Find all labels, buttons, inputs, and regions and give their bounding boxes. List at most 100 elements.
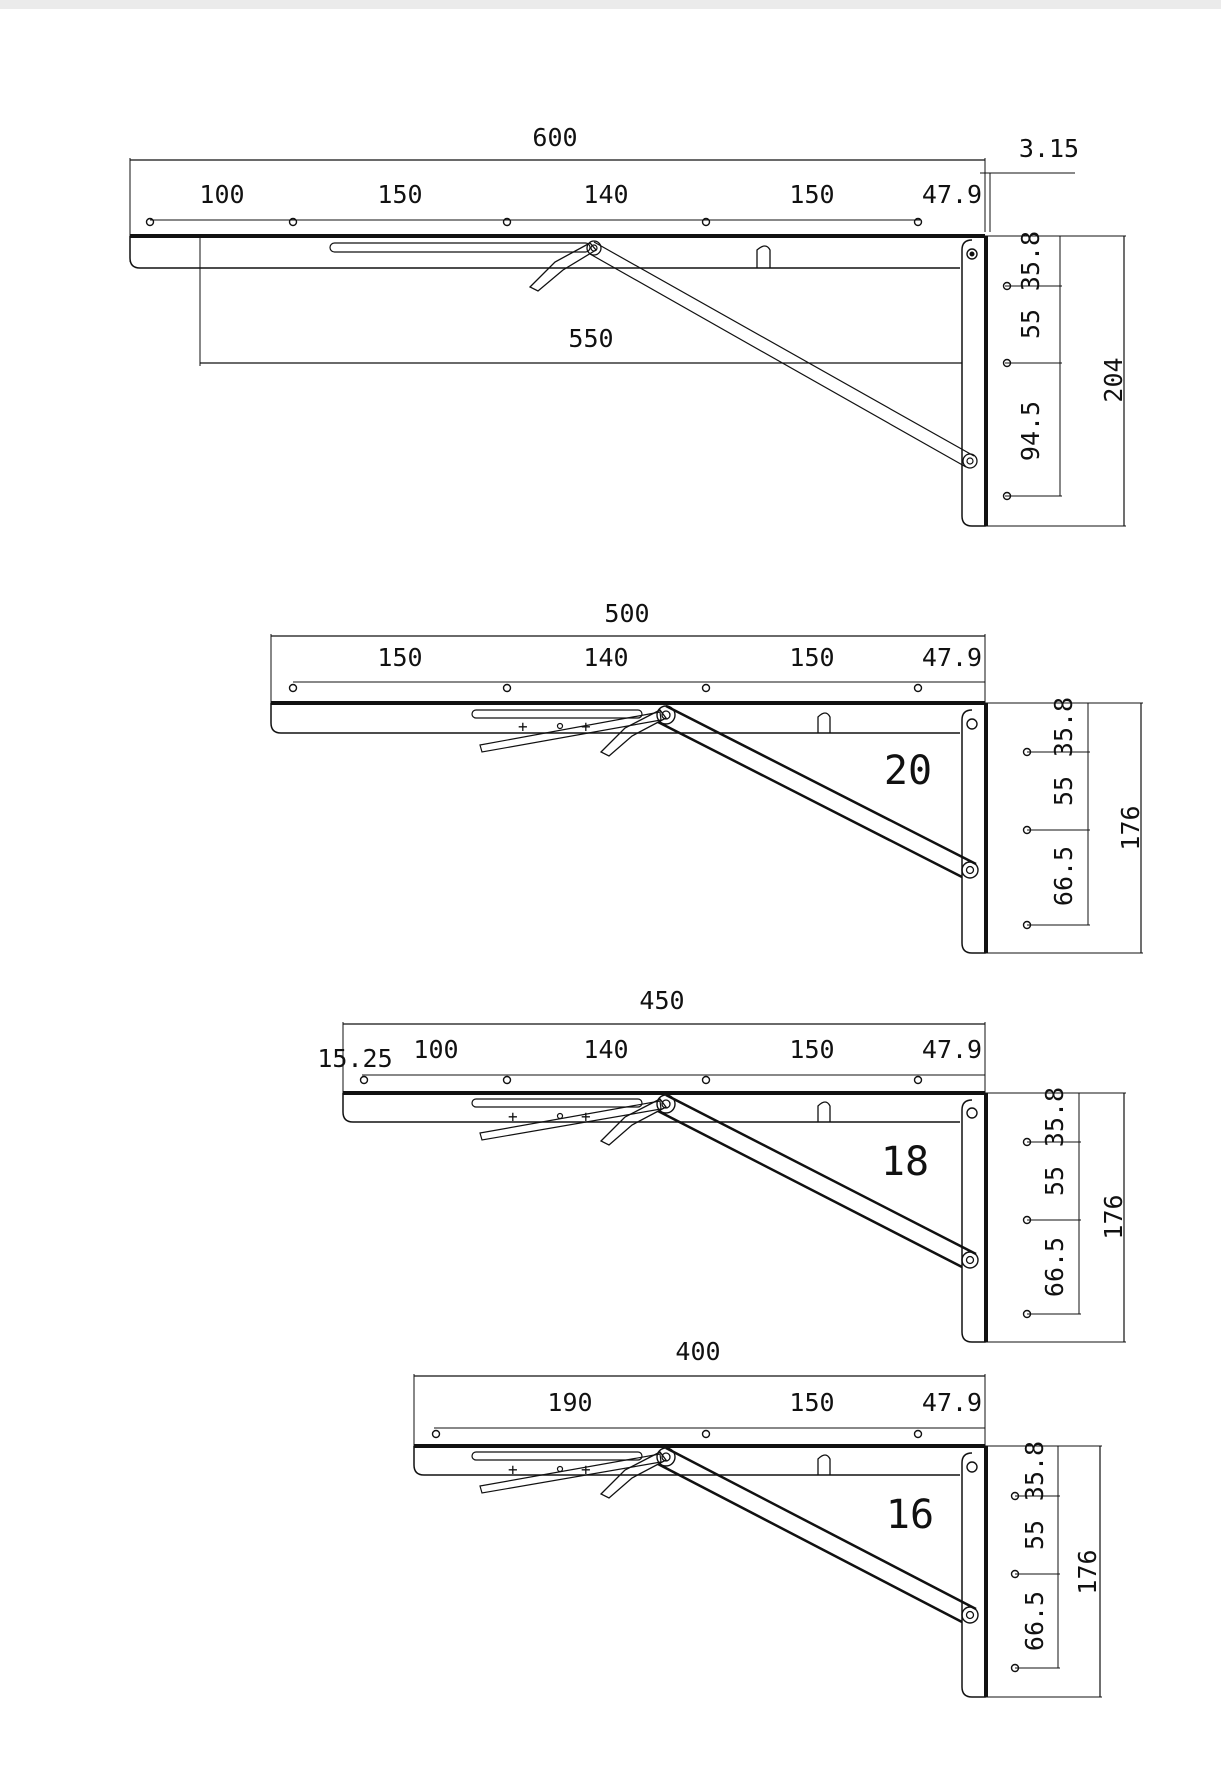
- dim-height: 204: [1099, 357, 1128, 402]
- notch: [817, 1101, 831, 1122]
- lock-lever: [599, 1451, 667, 1499]
- mounting-hole: [1010, 1663, 1020, 1673]
- bracket-drawing-600: [129, 158, 1126, 527]
- model-number: 16: [886, 1492, 934, 1538]
- mounting-hole: [359, 1075, 369, 1085]
- mounting-hole: [1002, 358, 1012, 368]
- leg-body: [961, 1099, 986, 1343]
- pivot: [965, 865, 975, 875]
- diagonal-brace: [665, 1446, 977, 1611]
- dim-vertical: 94.5: [1016, 401, 1045, 461]
- top-strip: [0, 0, 1221, 9]
- dim-vertical: 66.5: [1040, 1237, 1069, 1297]
- dim-vertical: 66.5: [1020, 1591, 1049, 1651]
- pivot: [661, 710, 671, 720]
- mounting-hole: [913, 683, 923, 693]
- pivot: [962, 453, 978, 469]
- dim-vertical: 55: [1040, 1166, 1069, 1196]
- pivot: [966, 1107, 978, 1119]
- dim-segment: 100: [413, 1035, 458, 1064]
- labels-500: 500 150 140 150 47.9 20 176 35.8 55 66.5: [377, 599, 1145, 906]
- mounting-hole: [701, 1075, 711, 1085]
- dim-height: 176: [1099, 1194, 1128, 1239]
- diagonal-brace: [665, 704, 977, 866]
- dim-vertical: 35.8: [1016, 231, 1045, 291]
- dim-segment: 150: [789, 1035, 834, 1064]
- dim-vertical: 55: [1020, 1520, 1049, 1550]
- dim-edge-offset: 15.25: [317, 1044, 392, 1073]
- rivet: [556, 722, 564, 730]
- mounting-hole: [1022, 1137, 1032, 1147]
- dim-vertical: 35.8: [1049, 697, 1078, 757]
- dim-segment: 47.9: [922, 180, 982, 209]
- dim-segment: 100: [199, 180, 244, 209]
- dim-segment: 150: [789, 1388, 834, 1417]
- arm-body: [413, 1446, 960, 1476]
- mounting-hole: [913, 1429, 923, 1439]
- lock-lever: [528, 242, 597, 292]
- pivot: [661, 1099, 671, 1109]
- model-number: 18: [881, 1139, 929, 1185]
- pivot: [586, 240, 602, 256]
- dim-segment: 47.9: [922, 1388, 982, 1417]
- pivot: [961, 861, 979, 879]
- rivet-mark: +: [581, 1107, 591, 1126]
- rivet-mark: +: [508, 1460, 518, 1479]
- dim-height: 176: [1073, 1549, 1102, 1594]
- slot: [471, 1451, 643, 1461]
- mounting-hole: [502, 217, 512, 227]
- diagonal-brace: [665, 1093, 977, 1256]
- dim-total: 450: [639, 986, 684, 1015]
- arm-body: [129, 236, 960, 269]
- diagonal-brace: [593, 241, 975, 457]
- rivet: [556, 1112, 564, 1120]
- mounting-hole: [288, 217, 298, 227]
- mounting-hole: [1022, 1215, 1032, 1225]
- pivot: [965, 1610, 975, 1620]
- mounting-hole: [502, 683, 512, 693]
- dim-total: 500: [604, 599, 649, 628]
- labels-600: 600 3.15 100 150 140 150 47.9 550 204 35…: [199, 123, 1128, 461]
- mounting-hole: [1002, 281, 1012, 291]
- dim-segment: 150: [377, 180, 422, 209]
- mounting-hole: [701, 683, 711, 693]
- mounting-hole: [288, 683, 298, 693]
- pivot: [661, 1452, 671, 1462]
- mounting-hole: [1010, 1569, 1020, 1579]
- diagonal-brace: [657, 720, 963, 879]
- mounting-hole: [1010, 1491, 1020, 1501]
- dim-total: 600: [532, 123, 577, 152]
- mounting-hole: [1022, 920, 1032, 930]
- dim-segment: 150: [377, 643, 422, 672]
- slot: [329, 242, 591, 253]
- pivot: [966, 1461, 978, 1473]
- lock-lever: [599, 1098, 667, 1146]
- slot: [471, 1098, 643, 1108]
- arm-body: [270, 703, 960, 734]
- mounting-hole: [913, 217, 923, 227]
- lock-lever: [599, 709, 667, 757]
- dim-vertical: 55: [1049, 776, 1078, 806]
- leg-body: [961, 239, 986, 527]
- mounting-hole: [701, 1429, 711, 1439]
- labels-450: 450 15.25 100 140 150 47.9 18 176 35.8 5…: [317, 986, 1128, 1297]
- model-number: 20: [884, 748, 932, 794]
- slot: [471, 709, 643, 719]
- mounting-hole: [913, 1075, 923, 1085]
- bracket-drawing-400: + +: [413, 1374, 1102, 1698]
- pivot: [961, 1251, 979, 1269]
- dim-segment: 47.9: [922, 643, 982, 672]
- dim-segment: 150: [789, 643, 834, 672]
- arm-body: [342, 1093, 960, 1123]
- notch: [756, 245, 771, 268]
- mounting-hole: [1022, 825, 1032, 835]
- pivot: [966, 248, 978, 260]
- dim-segment: 140: [583, 180, 628, 209]
- dim-vertical: 35.8: [1040, 1087, 1069, 1147]
- dim-segment: 140: [583, 643, 628, 672]
- mounting-hole: [701, 217, 711, 227]
- dim-height: 176: [1116, 805, 1145, 850]
- bracket-drawing-450: + +: [342, 1022, 1126, 1343]
- dim-segment: 140: [583, 1035, 628, 1064]
- mounting-hole: [145, 217, 155, 227]
